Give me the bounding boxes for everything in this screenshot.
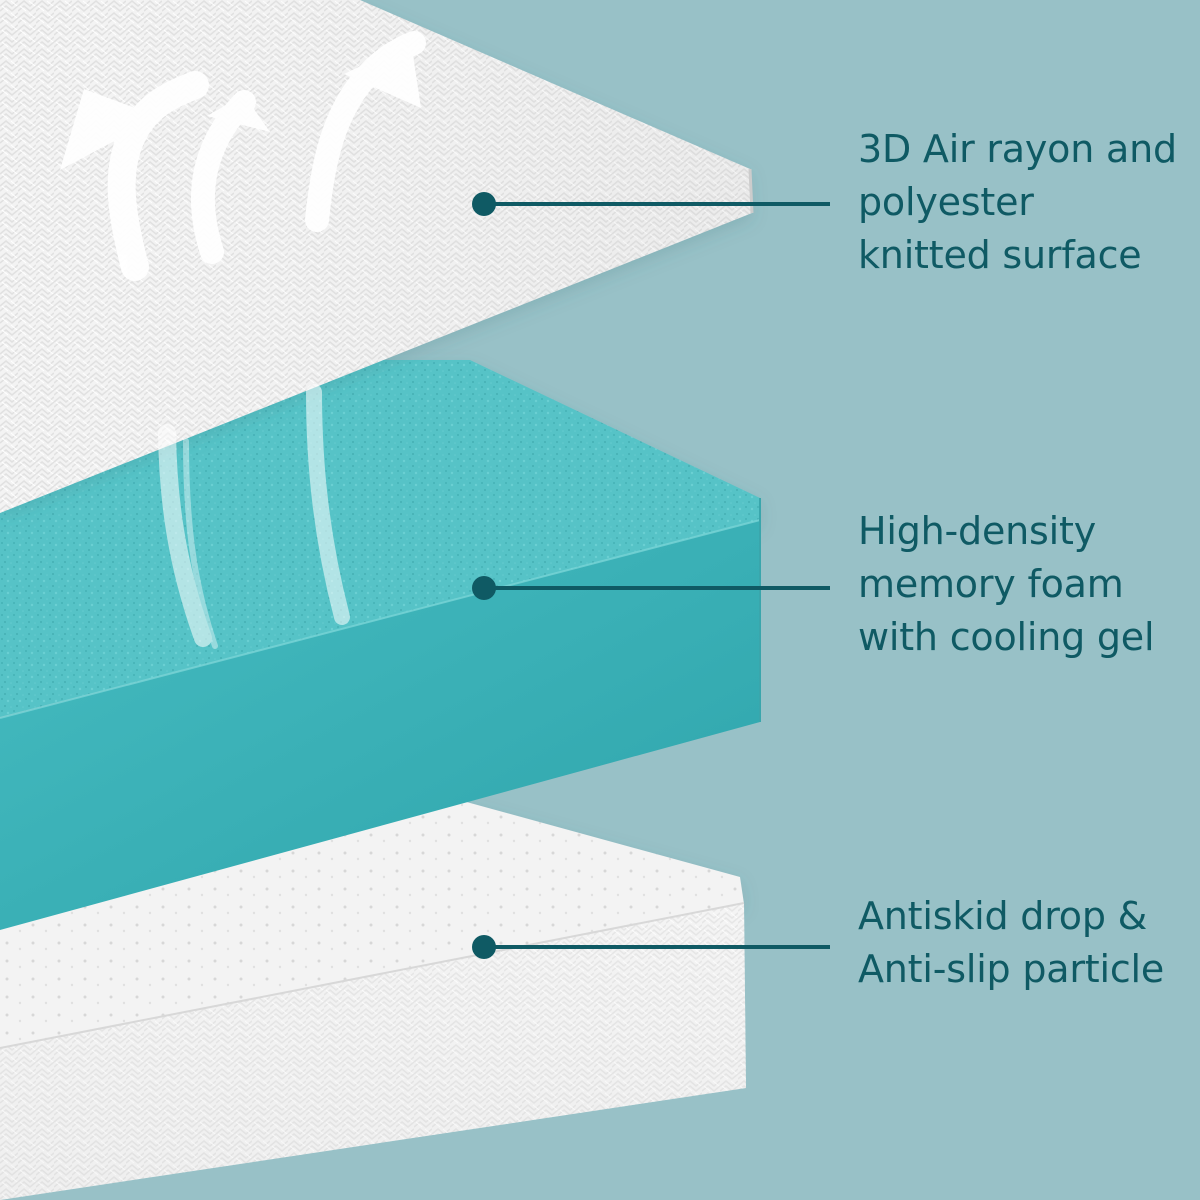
- airflow-arrows-icon: [60, 31, 426, 281]
- top-layer-label-line-1: 3D Air rayon and: [858, 127, 1177, 171]
- bottom-layer: [0, 792, 746, 1200]
- callout-line: [484, 945, 830, 949]
- top-layer-label-line-2: polyester: [858, 180, 1034, 224]
- top-layer-label: 3D Air rayon and polyester knitted surfa…: [858, 123, 1193, 282]
- bottom-layer-label: Antiskid drop & Anti-slip particle: [858, 890, 1193, 996]
- bottom-layer-label-line-1: Antiskid drop &: [858, 894, 1148, 938]
- middle-layer-label: High-density memory foam with cooling ge…: [858, 505, 1193, 664]
- middle-layer-label-line-1: High-density: [858, 509, 1096, 553]
- callout-bottom: [472, 935, 842, 959]
- callout-line: [484, 202, 830, 206]
- callout-top: [472, 192, 842, 216]
- callout-line: [484, 586, 830, 590]
- top-layer-label-line-3: knitted surface: [858, 233, 1142, 277]
- airflow-trails: [158, 384, 350, 649]
- bottom-layer-label-line-2: Anti-slip particle: [858, 947, 1165, 991]
- middle-layer-label-line-2: memory foam: [858, 562, 1124, 606]
- callout-middle: [472, 576, 842, 600]
- middle-layer-label-line-3: with cooling gel: [858, 615, 1155, 659]
